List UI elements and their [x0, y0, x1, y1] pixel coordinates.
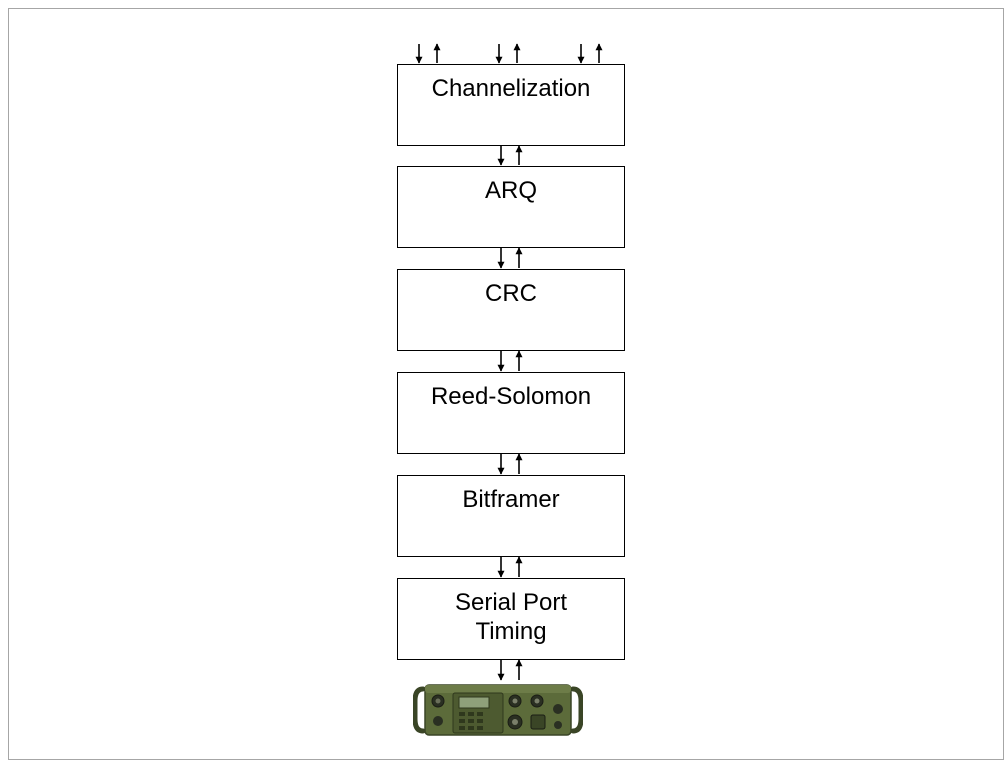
bitframer-block: Bitframer	[397, 475, 625, 557]
reed-solomon-block: Reed-Solomon	[397, 372, 625, 454]
block-label: ARQ	[484, 177, 537, 204]
block-label: Bitframer	[462, 486, 560, 513]
arq-block: ARQ	[397, 166, 625, 248]
block-label: Serial Port Timing	[454, 589, 568, 645]
crc-block: CRC	[397, 269, 625, 351]
block-label: CRC	[485, 280, 537, 307]
block-label: Channelization	[431, 75, 591, 102]
military-radio-icon	[413, 684, 583, 736]
block-label: Reed-Solomon	[430, 383, 592, 410]
serial-port-timing-block: Serial Port Timing	[397, 578, 625, 660]
channelization-block: Channelization	[397, 64, 625, 146]
